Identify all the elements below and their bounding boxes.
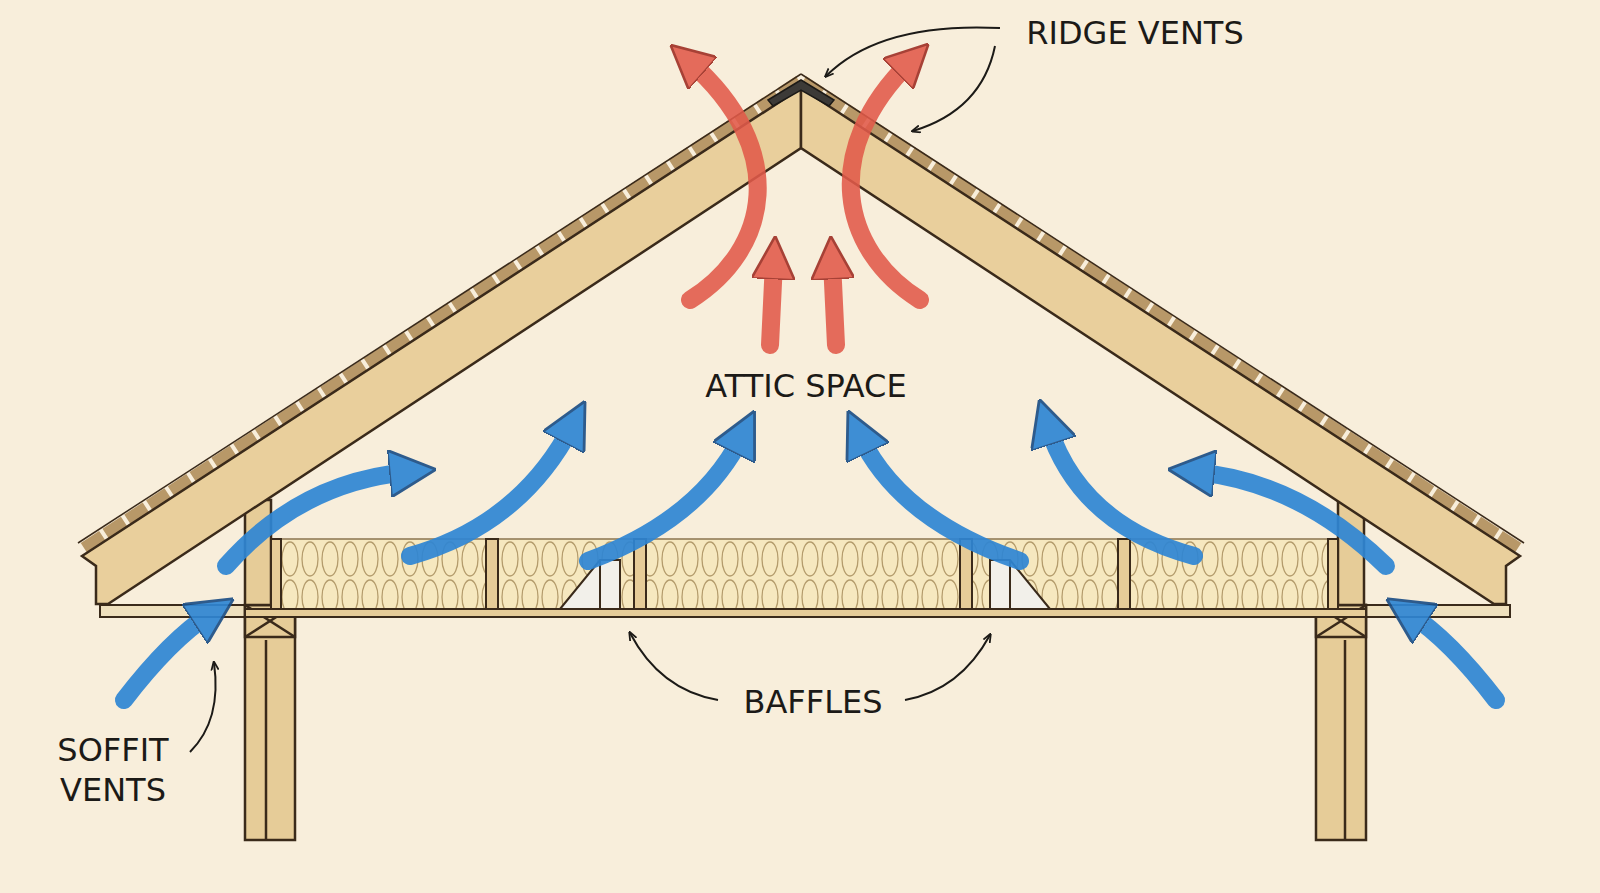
ridge-vent — [768, 80, 834, 106]
warm-air-arrows — [690, 62, 920, 345]
ceiling-plate — [245, 609, 1366, 617]
leader-lines — [190, 27, 1000, 752]
callout-label: BAFFLES — [693, 682, 933, 722]
callout-label: SOFFIT VENTS — [38, 730, 188, 810]
ridge-joint — [800, 88, 802, 148]
shingle-edge — [801, 74, 1524, 543]
baffle — [560, 560, 1050, 609]
area-label: ATTIC SPACE — [656, 366, 956, 406]
rafter — [801, 88, 1520, 604]
callout-label: RIDGE VENTS — [985, 13, 1285, 53]
shingles — [801, 80, 1518, 548]
rafter — [82, 88, 801, 604]
cool-air-arrows — [124, 426, 1496, 700]
shingles — [84, 80, 801, 548]
